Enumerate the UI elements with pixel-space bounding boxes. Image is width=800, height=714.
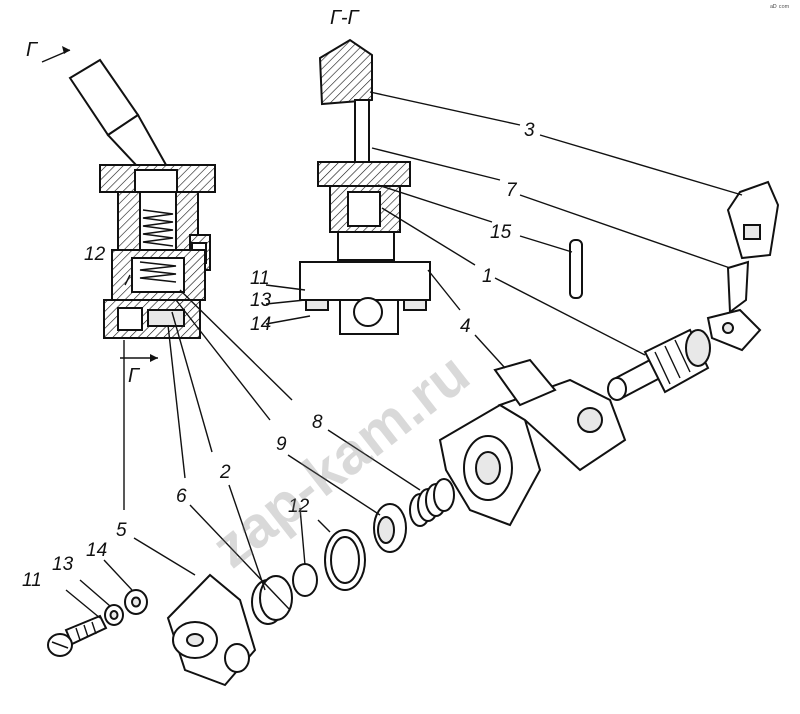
label-5: 5	[116, 520, 127, 541]
part-7-lever	[706, 260, 762, 352]
label-13-exploded: 13	[52, 554, 74, 575]
label-2: 2	[219, 462, 231, 483]
label-7: 7	[506, 180, 518, 201]
corner-mark: ᵃᴰ ᶜᵒᵐ	[770, 3, 790, 12]
section-marker-top: Г	[26, 39, 39, 61]
part-2-spring-ring	[251, 575, 293, 625]
label-12-section: 12	[84, 244, 106, 265]
section-marker-bottom: Г	[128, 365, 141, 387]
part-4-housing	[438, 358, 627, 527]
part-5-body	[166, 573, 257, 687]
part-ring-12	[324, 529, 366, 591]
label-6: 6	[176, 486, 187, 507]
part-3-knob	[726, 180, 780, 260]
part-13-lock-washer	[104, 604, 124, 626]
section-title: Г-Г	[330, 7, 361, 29]
part-9-bushing	[373, 503, 407, 553]
label-4: 4	[460, 316, 471, 337]
label-8: 8	[312, 412, 323, 433]
label-11-section: 11	[250, 268, 270, 289]
valve-body-section	[99, 164, 216, 339]
label-13-section: 13	[250, 290, 272, 311]
center-section-view	[299, 38, 431, 335]
part-8-spring	[409, 478, 455, 527]
leader-lines	[41, 46, 743, 619]
part-15-pin	[569, 239, 583, 299]
center-body	[337, 231, 395, 261]
part-clip-12	[292, 563, 318, 597]
label-14-section: 14	[250, 314, 271, 335]
part-1-shaft	[607, 328, 711, 401]
part-11-screw	[47, 614, 108, 657]
left-section-view	[68, 58, 216, 339]
label-3: 3	[524, 120, 535, 141]
label-11-exploded: 11	[22, 570, 42, 591]
handle-stem	[354, 99, 370, 163]
part-14-washer	[124, 589, 148, 615]
handle-grip-section	[318, 38, 373, 106]
label-1: 1	[482, 266, 493, 287]
label-14-exploded: 14	[86, 540, 107, 561]
label-9: 9	[276, 434, 287, 455]
label-12-exploded: 12	[288, 496, 310, 517]
label-15: 15	[490, 222, 512, 243]
